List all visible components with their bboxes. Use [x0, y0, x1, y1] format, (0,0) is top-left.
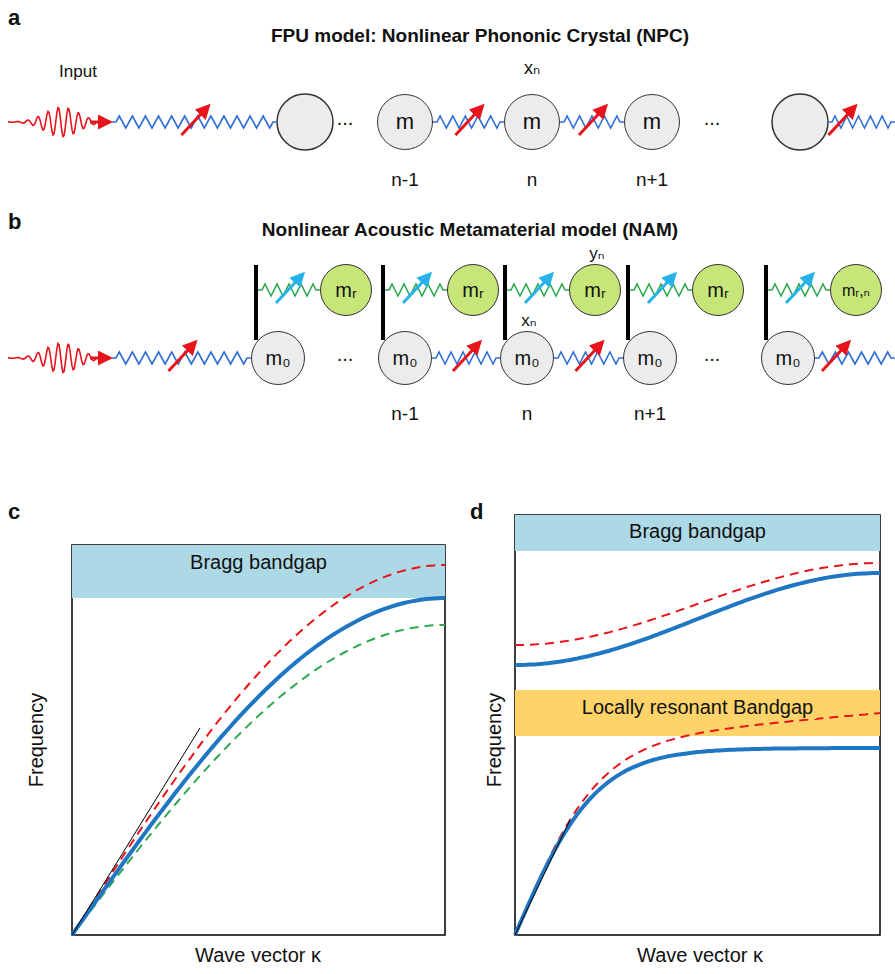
nonlinear-arrow: [576, 342, 603, 371]
mass-label: mᵣ: [462, 279, 483, 302]
nonlinear-arrow: [786, 274, 813, 303]
index-label: n-1: [391, 403, 418, 425]
mass-circle: mᵣ: [692, 264, 744, 316]
dispersion-curve: [515, 563, 880, 645]
ellipsis: ...: [704, 107, 721, 130]
displacement-label: xₙ: [524, 57, 540, 79]
nonlinear-arrow: [453, 342, 480, 371]
input-wave: [8, 108, 96, 137]
panel-title: FPU model: Nonlinear Phononic Crystal (N…: [271, 25, 689, 47]
dispersion-curve: [72, 565, 445, 935]
nonlinear-arrow: [456, 106, 483, 135]
mass-circle: m₀: [761, 331, 815, 385]
input-arrow: [90, 121, 110, 124]
bandgap-band: Locally resonant Bandgap: [515, 690, 880, 736]
rigid-bar: [626, 265, 630, 340]
displacement-label: xₙ: [521, 310, 536, 331]
index-label: n+1: [634, 403, 666, 425]
index-label: n+1: [636, 169, 668, 191]
nonlinear-arrow: [169, 342, 196, 371]
band-label: Locally resonant Bandgap: [579, 696, 816, 719]
axis-label: Wave vector κ: [637, 944, 763, 967]
nonlinear-arrow: [829, 106, 856, 135]
dispersion-curve: [72, 625, 445, 935]
panel-letter: d: [470, 499, 483, 525]
mass-label: m: [643, 109, 661, 135]
mass-circle: m: [377, 94, 433, 150]
axis-label: Frequency: [483, 693, 506, 788]
panel-letter: a: [8, 5, 20, 31]
nonlinear-arrow: [579, 106, 606, 135]
band-label: Bragg bandgap: [187, 551, 330, 574]
rigid-bar: [254, 265, 258, 340]
panel-letter: b: [8, 209, 21, 235]
index-label: n-1: [391, 169, 418, 191]
mass-circle: m₀: [378, 331, 432, 385]
mass-label: m: [523, 109, 541, 135]
tangent-line: [515, 820, 570, 935]
dispersion-curve: [72, 598, 445, 935]
nonlinear-arrow: [822, 342, 849, 371]
nonlinear-arrow: [525, 274, 552, 303]
ellipsis: ...: [337, 343, 354, 366]
nonlinear-arrow: [276, 274, 303, 303]
mass-circle: mᵣ: [569, 264, 621, 316]
spring: [815, 352, 895, 364]
band-label: Bragg bandgap: [626, 520, 769, 543]
input-wave: [8, 344, 96, 373]
mass-label: m₀: [638, 347, 663, 370]
mass-circle: m: [504, 94, 560, 150]
mass-circle: m₀: [500, 331, 554, 385]
tangent-line: [72, 728, 200, 935]
nonlinear-arrow: [182, 106, 209, 135]
axis-label: Frequency: [25, 693, 48, 788]
nonlinear-arrow: [403, 274, 430, 303]
mass-label: m₀: [393, 347, 418, 370]
mass-circle: mᵣ,ₙ: [830, 264, 882, 316]
panel-title: Nonlinear Acoustic Metamaterial model (N…: [262, 219, 678, 241]
index-label: n: [522, 403, 533, 425]
nonlinear-arrow: [648, 274, 675, 303]
input-label: Input: [59, 62, 97, 82]
panel-letter: c: [8, 499, 20, 525]
mass-circle: m₀: [251, 331, 305, 385]
dispersion-curve: [515, 573, 880, 665]
axes-box: [515, 515, 880, 935]
mass-label: m₀: [776, 347, 801, 370]
rigid-bar: [764, 265, 768, 340]
ellipsis: ...: [704, 343, 721, 366]
displacement-label: yₙ: [589, 243, 604, 264]
mass-label: m: [396, 109, 414, 135]
mass-label: mᵣ: [707, 279, 728, 302]
mass-circle: m: [624, 94, 680, 150]
input-arrow: [90, 357, 110, 360]
axis-label: Wave vector κ: [195, 944, 321, 967]
mass-circle: mᵣ: [447, 264, 499, 316]
mass-circle: [772, 94, 828, 150]
mass-label: m₀: [266, 347, 291, 370]
rigid-bar: [381, 265, 385, 340]
bandgap-band: Bragg bandgap: [515, 515, 880, 551]
rigid-bar: [503, 265, 507, 340]
mass-label: mᵣ: [335, 279, 356, 302]
mass-label: m₀: [515, 347, 540, 370]
mass-circle: m₀: [623, 331, 677, 385]
mass-label: mᵣ: [584, 279, 605, 302]
ellipsis: ...: [337, 107, 354, 130]
mass-circle: mᵣ: [320, 264, 372, 316]
axes-box: [72, 545, 445, 935]
index-label: n: [527, 169, 538, 191]
dispersion-curve: [515, 713, 880, 935]
mass-label: mᵣ,ₙ: [842, 281, 870, 300]
bandgap-band: Bragg bandgap: [72, 545, 445, 598]
mass-circle: [277, 94, 333, 150]
dispersion-curve: [515, 748, 880, 935]
